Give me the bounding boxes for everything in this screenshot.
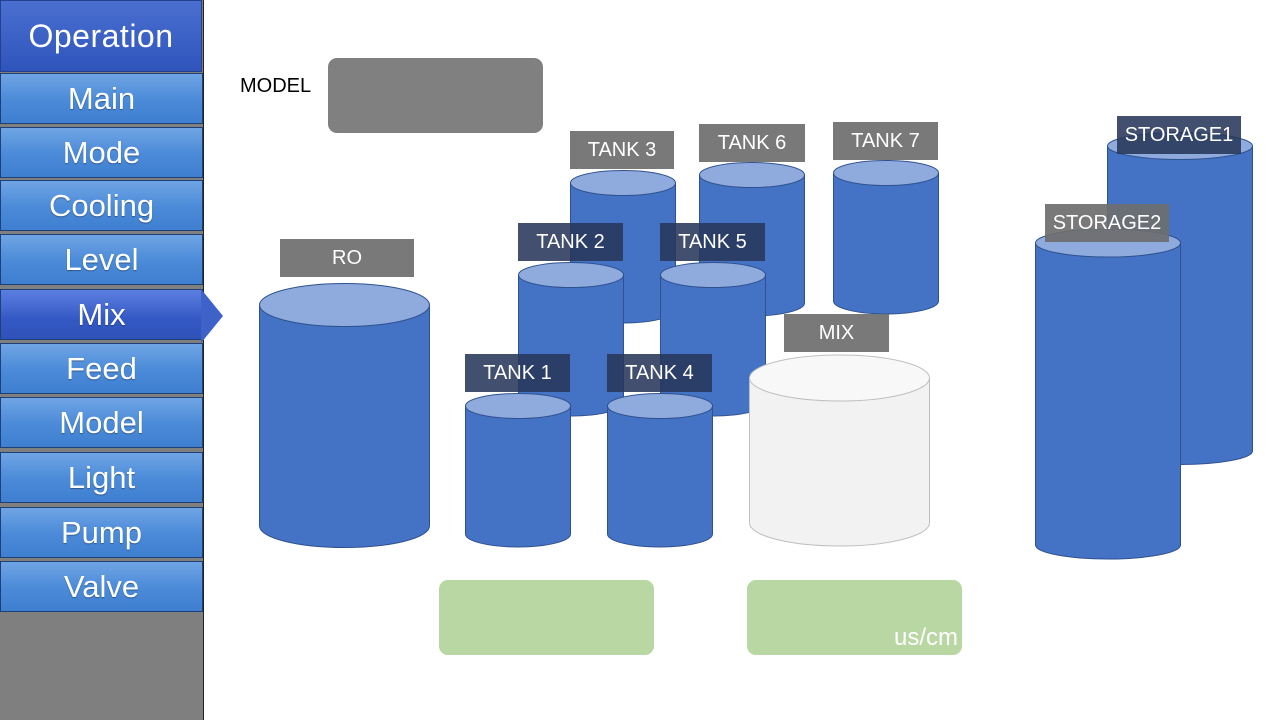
sidebar-item-model[interactable]: Model <box>0 397 203 448</box>
sidebar-item-valve[interactable]: Valve <box>0 561 203 612</box>
active-indicator-arrow <box>201 289 223 343</box>
tank4-label: TANK 4 <box>607 354 712 392</box>
tank6-label: TANK 6 <box>699 124 805 162</box>
tank1-label: TANK 1 <box>465 354 570 392</box>
ro-label: RO <box>280 239 414 277</box>
sidebar-item-main[interactable]: Main <box>0 73 203 124</box>
storage2-label: STORAGE2 <box>1045 204 1169 242</box>
sidebar-item-feed[interactable]: Feed <box>0 343 203 394</box>
model-label: MODEL <box>240 75 312 97</box>
storage2-tank[interactable] <box>1035 228 1181 560</box>
model-display <box>328 58 543 133</box>
storage1-label: STORAGE1 <box>1117 116 1241 154</box>
tank4[interactable] <box>607 393 713 548</box>
tank5-label: TANK 5 <box>660 223 765 261</box>
sidebar-item-level[interactable]: Level <box>0 234 203 285</box>
conductivity-unit: us/cm <box>893 624 958 651</box>
tank3-label: TANK 3 <box>570 131 674 169</box>
left-readout-panel <box>439 580 654 655</box>
mix-label: MIX <box>784 314 889 352</box>
ro-tank[interactable] <box>259 283 430 549</box>
sidebar-item-light[interactable]: Light <box>0 452 203 503</box>
tank1[interactable] <box>465 393 571 548</box>
sidebar-item-mix[interactable]: Mix <box>0 289 203 340</box>
sidebar-item-cooling[interactable]: Cooling <box>0 180 203 231</box>
tank7[interactable] <box>833 160 939 315</box>
sidebar-item-mode[interactable]: Mode <box>0 127 203 178</box>
sidebar-header: Operation <box>0 0 202 72</box>
conductivity-readout-panel: us/cm <box>747 580 962 655</box>
tank2-label: TANK 2 <box>518 223 623 261</box>
sidebar-item-pump[interactable]: Pump <box>0 507 203 558</box>
tank7-label: TANK 7 <box>833 122 938 160</box>
mix-tank[interactable] <box>749 354 931 547</box>
